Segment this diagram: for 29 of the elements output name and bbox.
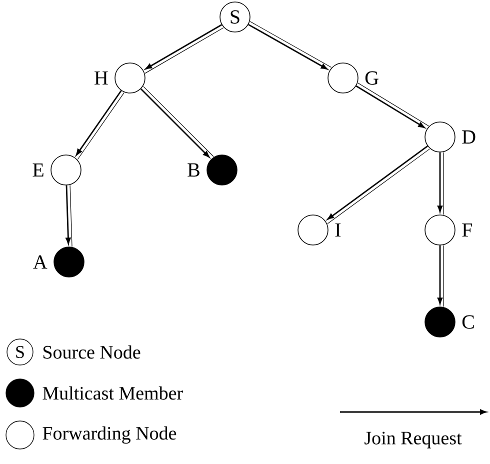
legend-text: Join Request	[364, 432, 462, 448]
link-line	[443, 245, 444, 307]
arrow	[437, 245, 443, 304]
member-node	[206, 154, 238, 186]
node-letter: C	[462, 315, 474, 329]
legend-text: Forwarding Node	[42, 426, 176, 444]
forwarding-node	[298, 214, 328, 246]
legend-text: Multicast Member	[42, 386, 183, 400]
node-letter: H	[94, 71, 108, 85]
arrow	[66, 185, 71, 244]
legend-text: Source Node	[43, 345, 140, 359]
node-letter: I	[335, 223, 341, 237]
member-node	[54, 246, 84, 278]
forwarding-node	[424, 122, 456, 152]
node-letter: G	[365, 71, 378, 85]
link-line	[443, 152, 444, 215]
source-node: S	[220, 2, 250, 32]
node-letter: D	[462, 130, 476, 144]
arrow	[437, 152, 443, 212]
forwarding-node	[328, 62, 358, 94]
forwarding-node	[114, 62, 146, 94]
node-letter: A	[33, 255, 48, 269]
link-line	[70, 184, 72, 247]
forwarding-node	[424, 214, 456, 246]
member-node	[424, 306, 456, 338]
node-letter: F	[462, 223, 472, 237]
forwarding-node	[50, 154, 82, 186]
node-letter: B	[188, 163, 200, 177]
node-letter: E	[32, 163, 44, 177]
